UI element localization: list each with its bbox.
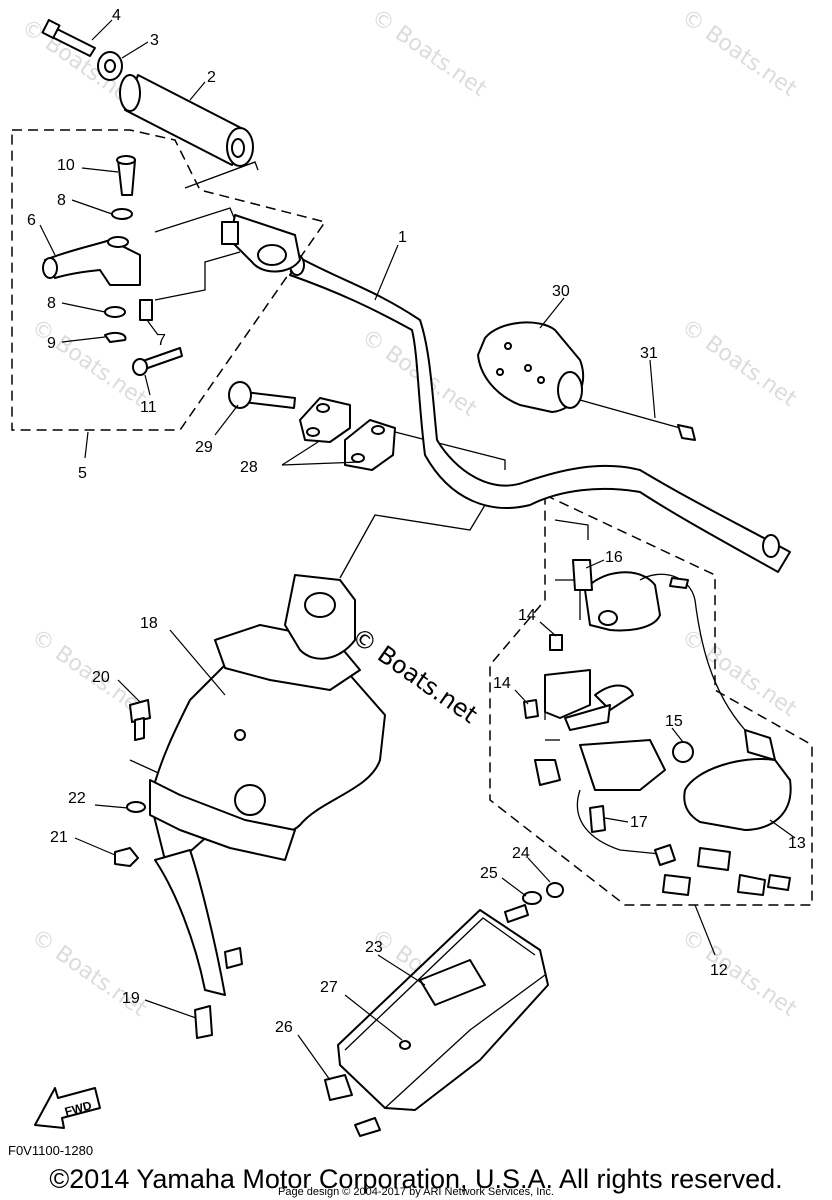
callout: 25	[480, 865, 498, 882]
callout: 30	[552, 283, 570, 300]
handlebar-holder	[228, 381, 396, 471]
diagram-code: F0V1100-1280	[8, 1143, 94, 1158]
fwd-arrow-icon: FWD	[34, 1087, 101, 1129]
watermark: © Boats.net	[677, 924, 802, 1022]
callout: 20	[92, 669, 110, 686]
group-box-throttle	[11, 129, 327, 431]
fwd-label: FWD	[63, 1098, 93, 1119]
callout: 5	[78, 465, 87, 482]
callout: 29	[195, 439, 213, 456]
callout: 12	[710, 962, 728, 979]
column-hardware	[114, 801, 243, 1039]
callout: 3	[150, 32, 159, 49]
storage-box	[324, 882, 564, 1137]
callout: 11	[140, 399, 157, 416]
callout: 8	[47, 295, 56, 312]
parts-diagram: © Boats.net © Boats.net © Boats.net © Bo…	[11, 4, 813, 1137]
watermark: © Boats.net	[27, 314, 152, 412]
callout: 7	[157, 332, 166, 349]
callout: 31	[640, 345, 658, 362]
callout-numbers: 4 3 2 1 10 8 6 8 7 9 11 5 30 31 29 28 16…	[27, 7, 806, 1036]
handlebar	[289, 254, 791, 573]
switch-assembly	[523, 559, 792, 896]
steering-column	[129, 574, 386, 996]
callout: 28	[240, 459, 258, 476]
callout: 18	[140, 615, 158, 632]
callout: 1	[398, 229, 407, 246]
callout: 17	[630, 814, 648, 831]
callout: 10	[57, 157, 75, 174]
callout: 22	[68, 790, 86, 807]
callout: 9	[47, 335, 56, 352]
pad-assembly	[477, 321, 696, 441]
callout: 23	[365, 939, 383, 956]
page-design-credit: Page design © 2004-2017 by ARI Network S…	[278, 1186, 554, 1198]
watermark: © Boats.net	[677, 4, 802, 102]
watermark: © Boats.net	[677, 624, 802, 722]
callout: 27	[320, 979, 338, 996]
group-box-switch	[489, 493, 813, 906]
callout: 6	[27, 212, 36, 229]
callout: 19	[122, 990, 140, 1007]
throttle-lever-group	[42, 155, 301, 376]
watermark: © Boats.net	[677, 314, 802, 412]
callout-leaders	[39, 19, 796, 1081]
callout: 13	[788, 835, 806, 852]
callout: 21	[50, 829, 68, 846]
copyright-notice: ©2014 Yamaha Motor Corporation, U.S.A. A…	[49, 1164, 783, 1194]
grip-assembly	[41, 19, 254, 167]
watermark: © Boats.net	[367, 4, 492, 102]
callout: 24	[512, 845, 530, 862]
callout: 26	[275, 1019, 293, 1036]
callout: 8	[57, 192, 66, 209]
callout: 16	[605, 549, 623, 566]
callout: 4	[112, 7, 121, 24]
callout: 2	[207, 69, 216, 86]
callout: 14	[493, 675, 511, 692]
watermark: © Boats.net	[27, 924, 152, 1022]
callout: 15	[665, 713, 683, 730]
callout: 14	[518, 607, 536, 624]
